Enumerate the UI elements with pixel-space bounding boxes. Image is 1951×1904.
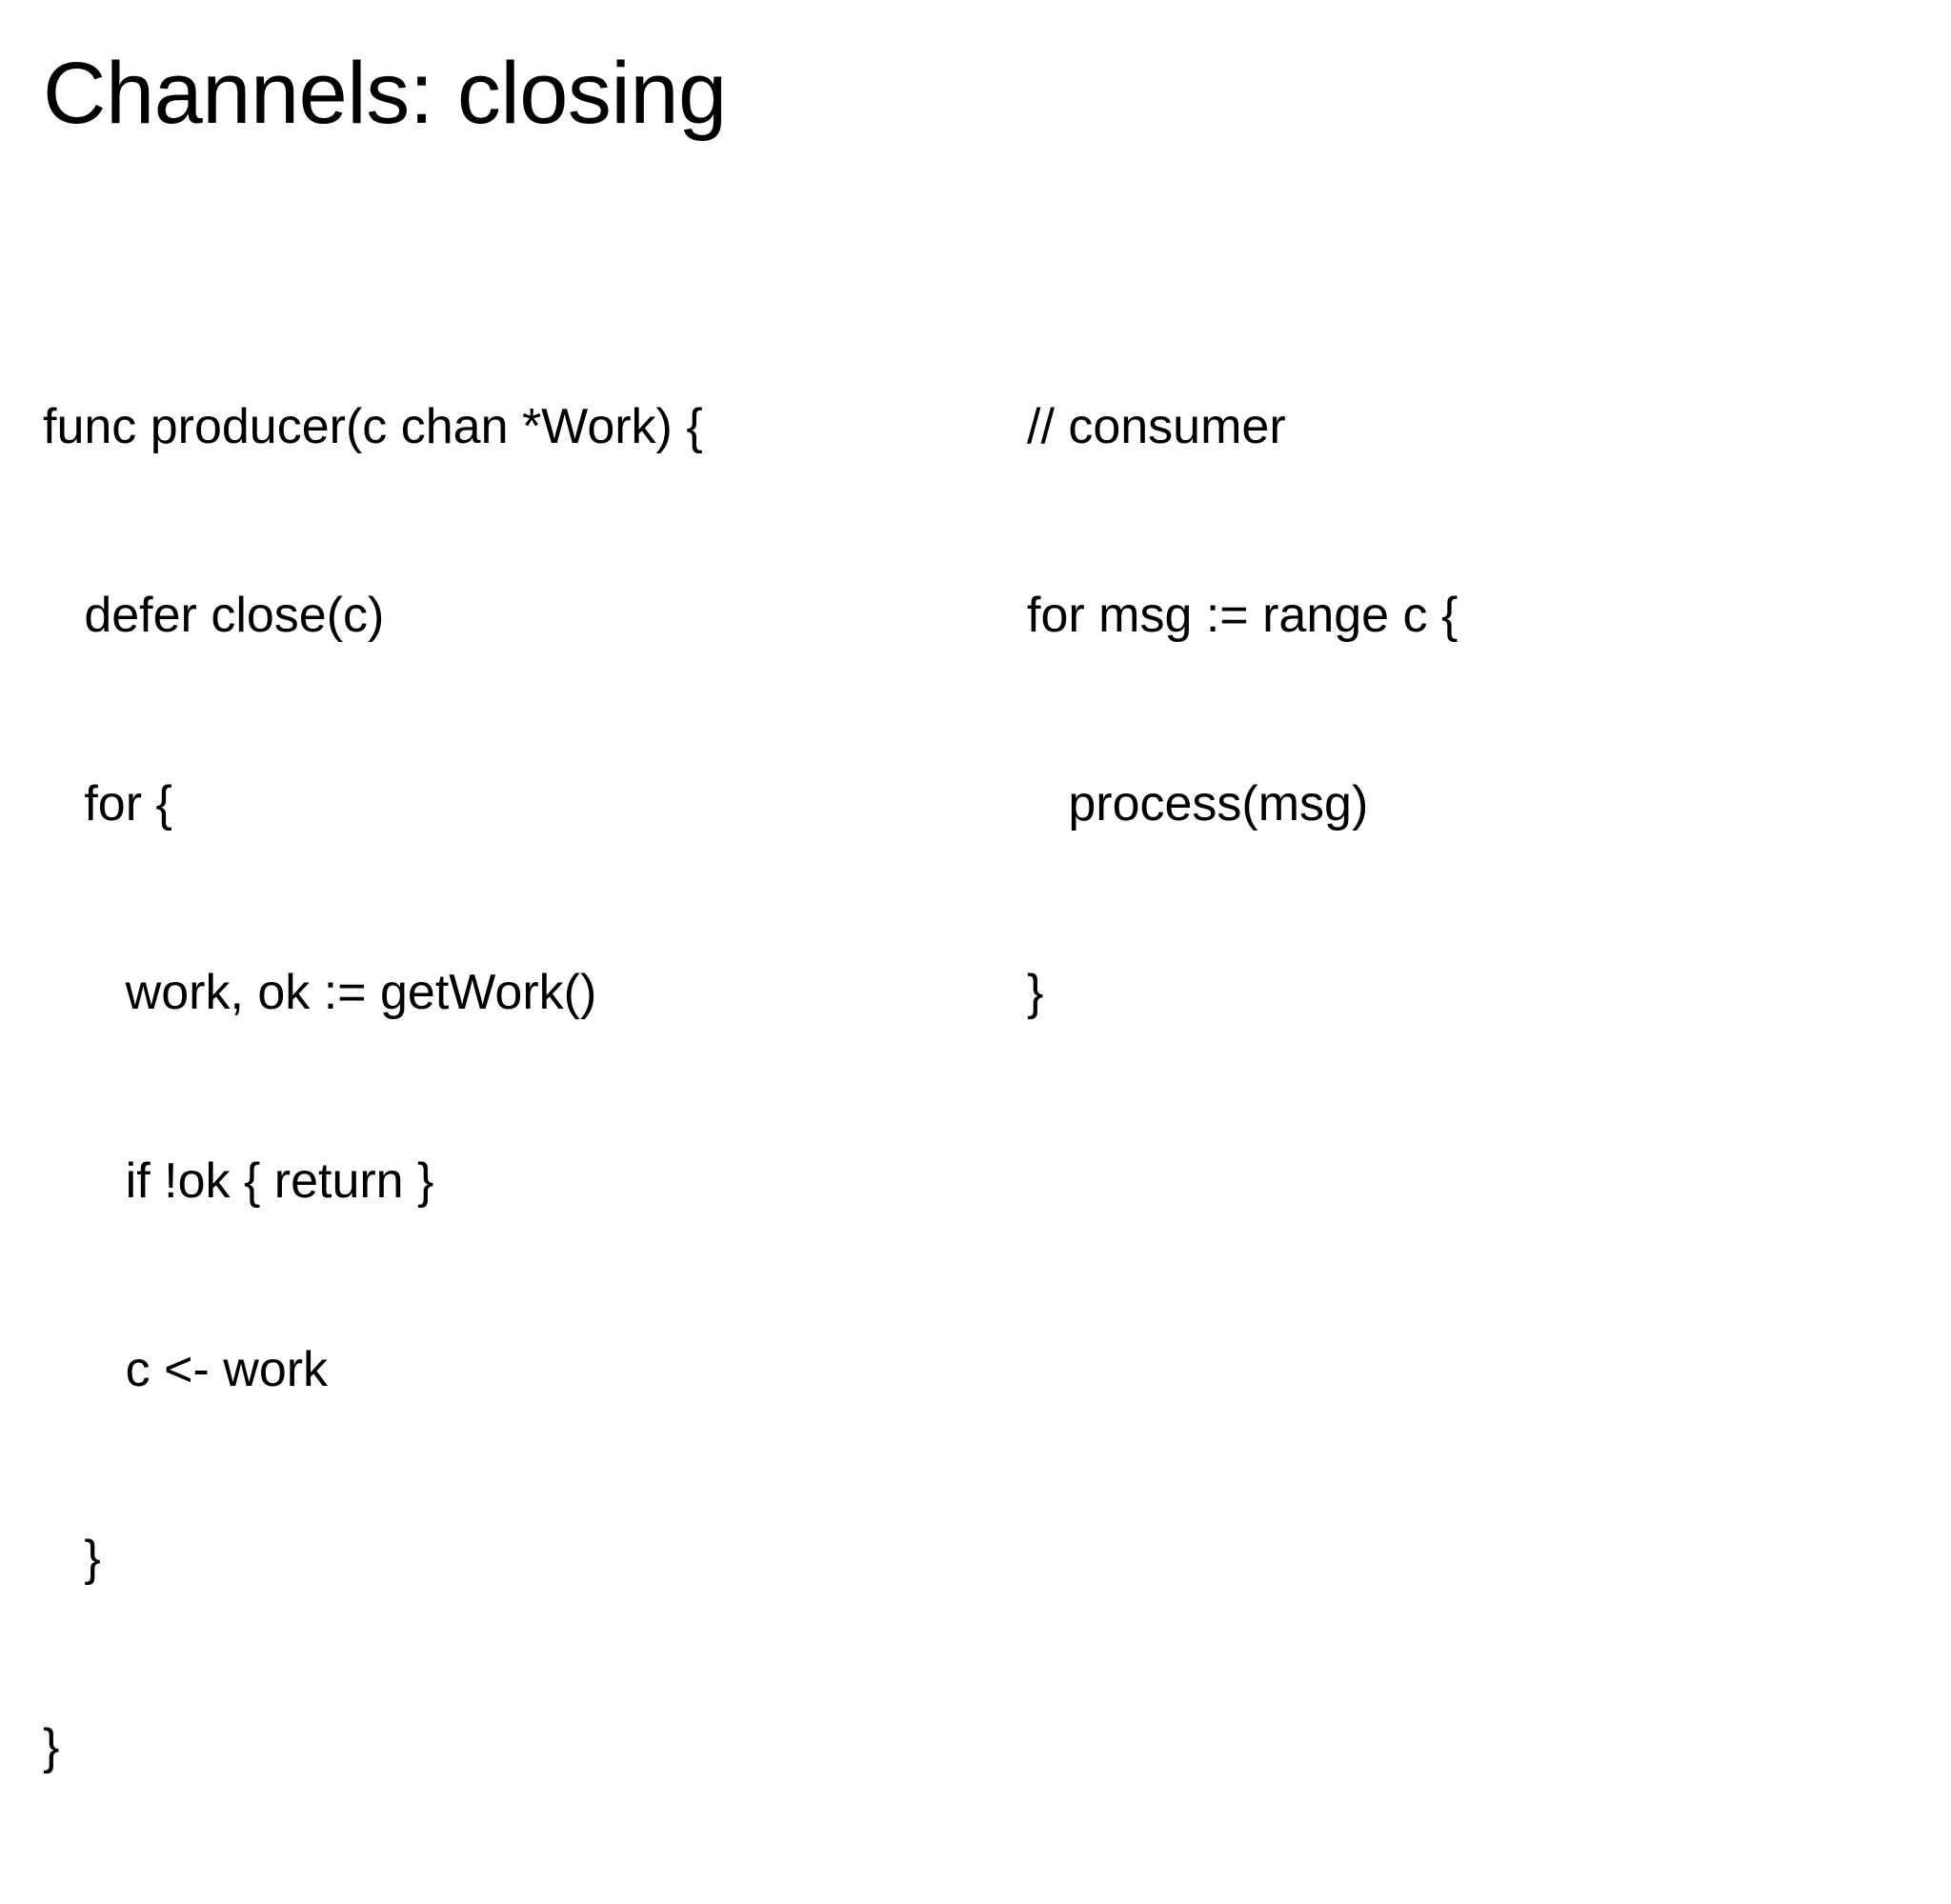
code-line: } bbox=[1027, 965, 1044, 1020]
consumer-code-block: // consumer for msg := range c { process… bbox=[1027, 270, 1884, 1150]
slide-body: func producer(c chan *Work) { defer clos… bbox=[0, 270, 1951, 1774]
producer-code-block: func producer(c chan *Work) { defer clos… bbox=[43, 270, 948, 1904]
code-line: for { bbox=[43, 776, 172, 832]
code-line: for msg := range c { bbox=[1027, 588, 1458, 643]
slide-canvas: Channels: closing func producer(c chan *… bbox=[0, 45, 1951, 1774]
code-line: defer close(c) bbox=[43, 588, 385, 643]
code-line: } bbox=[43, 1531, 101, 1586]
code-line: c <- work bbox=[43, 1342, 329, 1397]
code-line: // consumer bbox=[1027, 399, 1286, 454]
page-title: Channels: closing bbox=[43, 45, 727, 142]
code-line: func producer(c chan *Work) { bbox=[43, 399, 703, 454]
code-line: work, ok := getWork() bbox=[43, 965, 597, 1020]
code-line: } bbox=[43, 1719, 60, 1774]
code-line: if !ok { return } bbox=[43, 1153, 434, 1209]
code-line: process(msg) bbox=[1027, 776, 1369, 832]
